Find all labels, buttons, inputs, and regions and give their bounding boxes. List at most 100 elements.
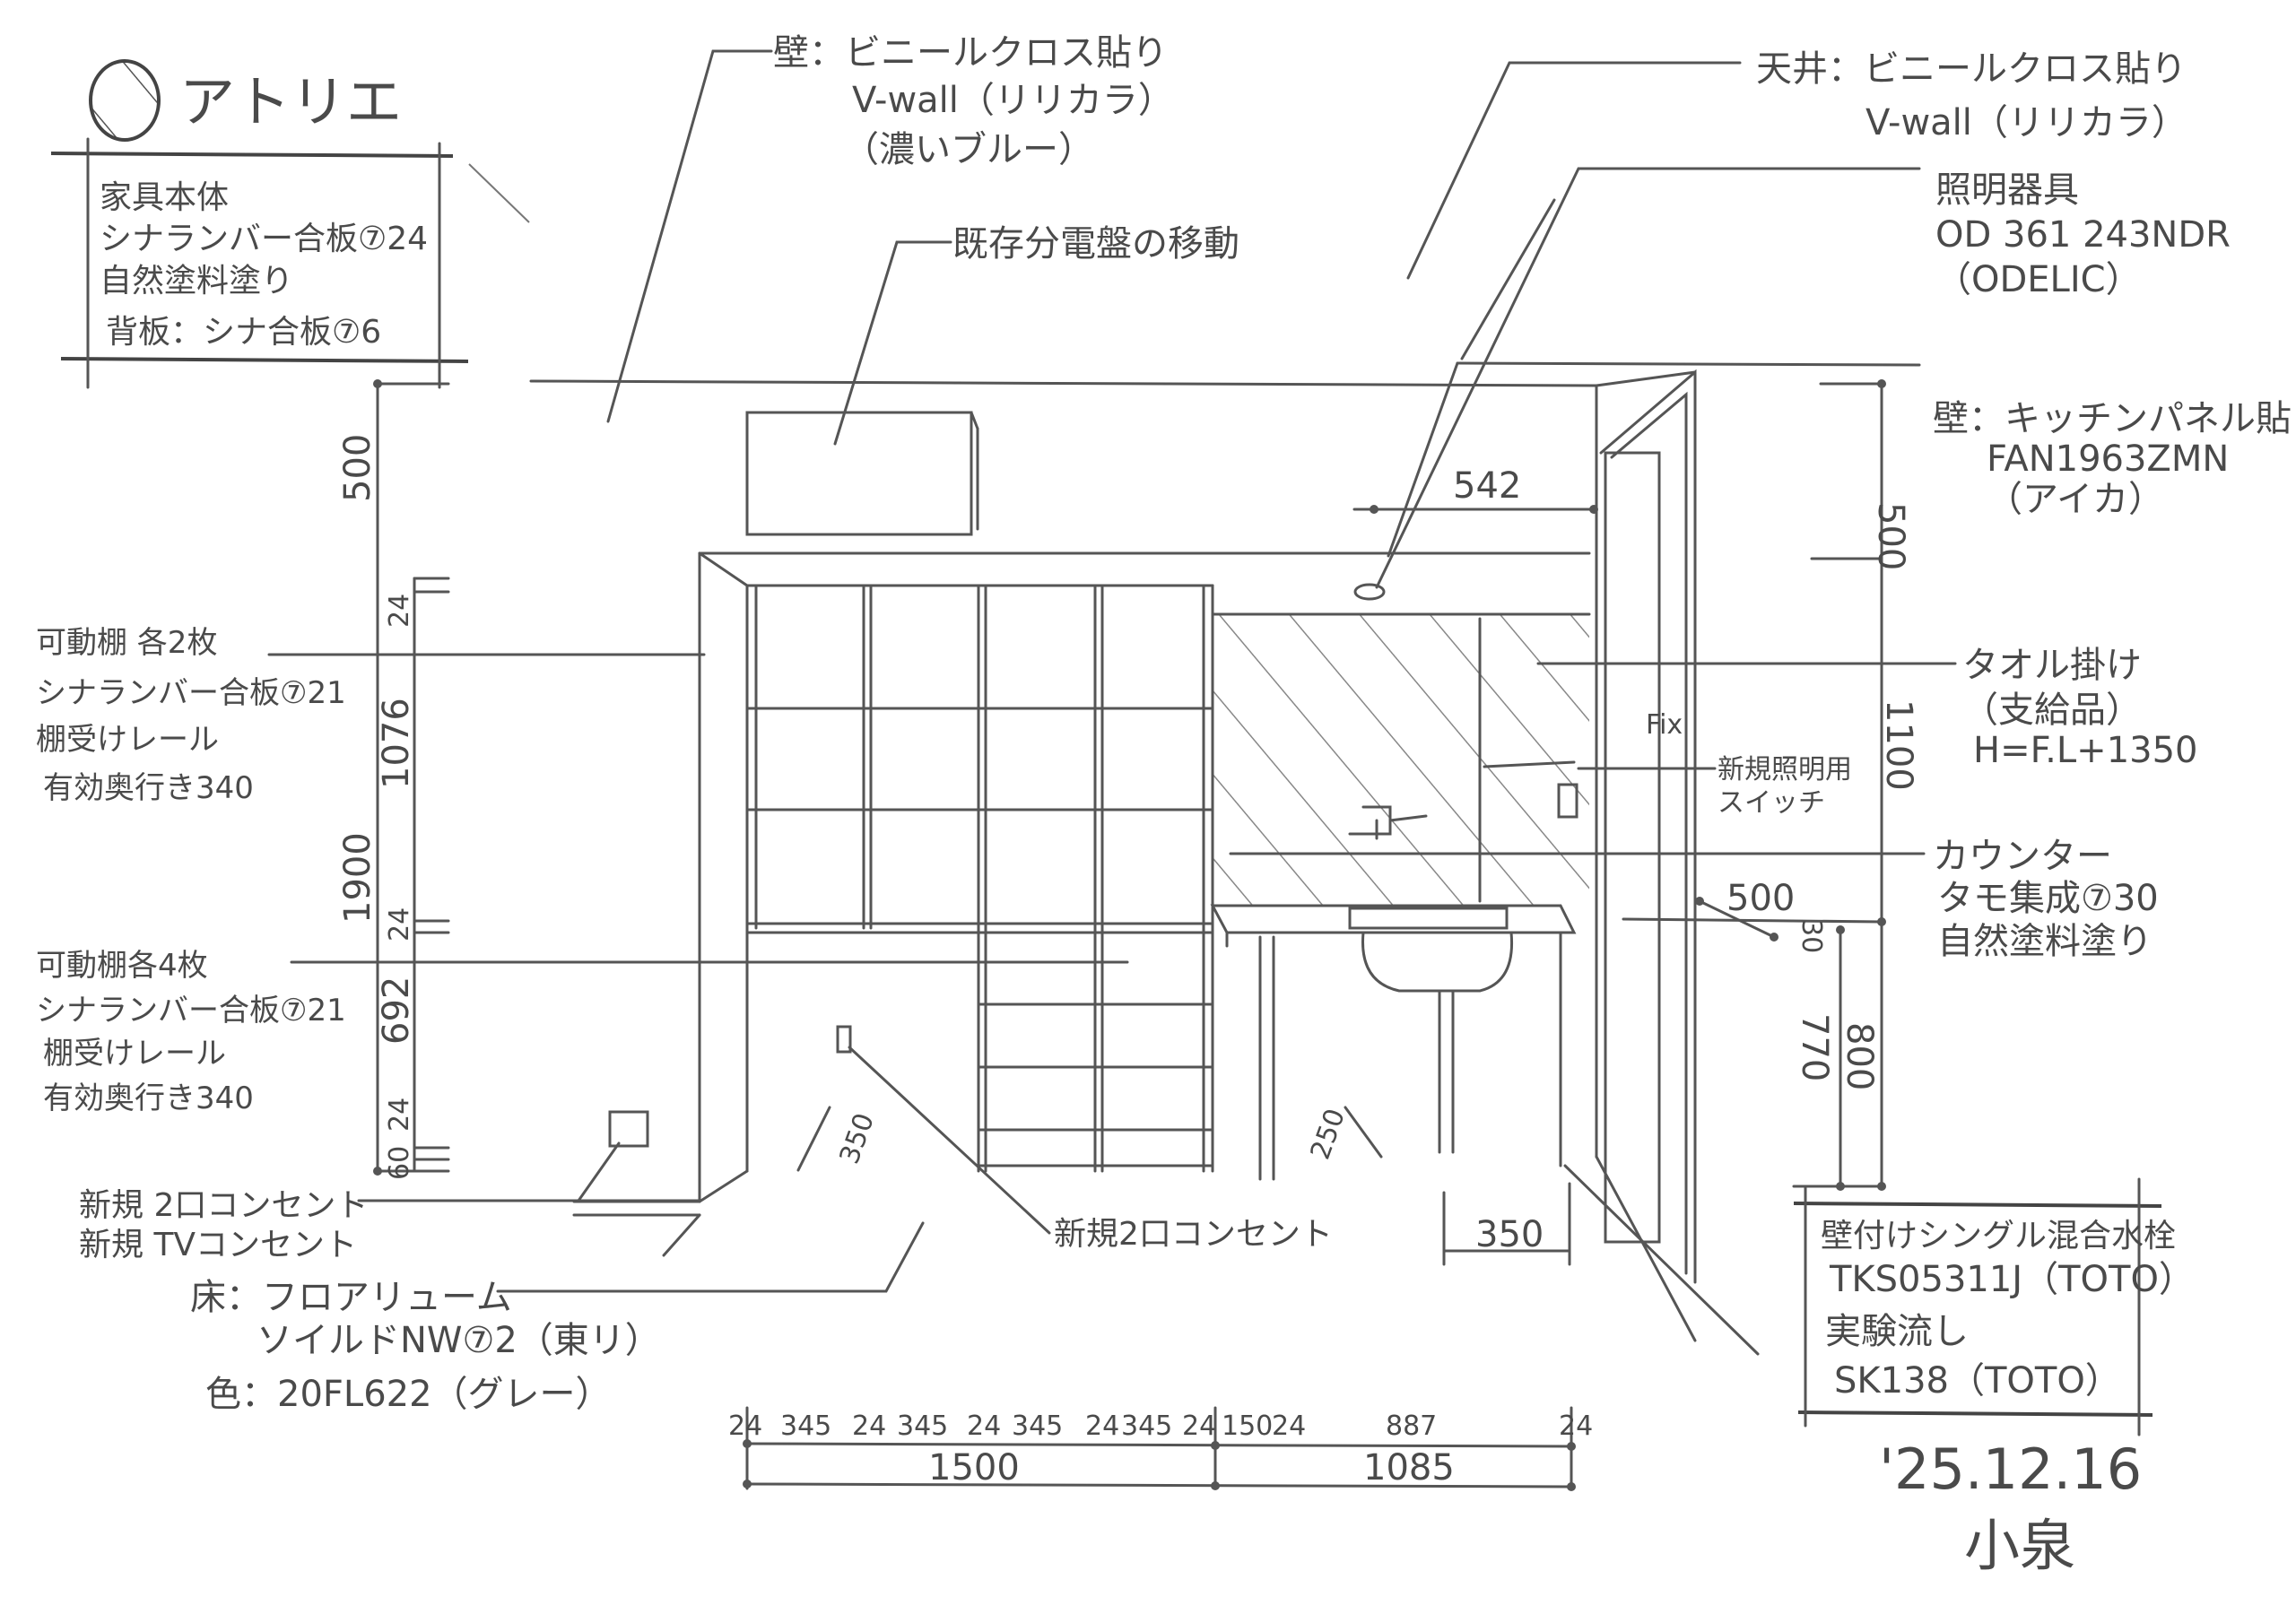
light-note-line: OD 361 243NDR [1935, 214, 2231, 256]
dim-label: 1100 [1878, 699, 1919, 791]
furniture-note-line: 家具本体 [100, 179, 229, 216]
counter-note: カウンター タモ集成⑦30 自然塗料塗り [1229, 836, 2159, 962]
panel-note-text: 既存分電盤の移動 [952, 223, 1239, 265]
dim-label: 24 [852, 1410, 886, 1442]
floor-note: 床：フロアリューム ソイルドNW⑦2（東リ） 色：20FL622（グレー） [190, 1221, 925, 1415]
towel-note-line: H=F.L+1350 [1973, 730, 2198, 771]
dim-label: 24 [384, 594, 415, 628]
switch-note-line: スイッチ [1718, 787, 1825, 819]
dim-label: 887 [1386, 1410, 1437, 1442]
switch-note: 新規照明用 スイッチ [1577, 754, 1852, 819]
shelving-unit [698, 551, 1591, 1203]
dim-label: 345 [1121, 1410, 1172, 1442]
faucet-spec-box: 壁付けシングル混合水栓 TKS05311J（TOTO） 実験流し SK138（T… [1793, 1177, 2195, 1436]
dim-label: 500 [1870, 502, 1911, 570]
dim-label: 345 [1012, 1410, 1063, 1442]
furniture-note-line: 自然塗料塗り [100, 263, 293, 299]
wall-note-line: （濃いブルー） [843, 129, 1094, 170]
furniture-note-box: 家具本体 シナランバー合板⑦24 自然塗料塗り 背板：シナ合板⑦6 [50, 137, 530, 389]
shelf-note-line: 棚受けレール [43, 1036, 226, 1072]
counter-note-line: カウンター [1933, 836, 2112, 877]
dim-label: 24 [1559, 1410, 1593, 1442]
floor-lines [572, 1169, 749, 1257]
dim-label: 24 [1272, 1410, 1306, 1442]
dim-label: 350 [834, 1109, 881, 1168]
dim-label: 1076 [376, 698, 417, 789]
light-switch-icon [1557, 783, 1578, 819]
dim-label: 250 [1305, 1105, 1352, 1164]
ceiling-note-line: V-wall（リリカラ） [1866, 102, 2187, 143]
upper-shelf-note: 可動棚 各2枚 シナランバー合板⑦21 棚受けレール 有効奥行き340 [36, 625, 706, 806]
dim-label: 24 [967, 1410, 1001, 1442]
dim-label: 500 [337, 434, 378, 502]
left-dimensions: 500 1900 24 1076 24 692 24 60 [337, 379, 450, 1180]
shelf-note-line: 有効奥行き340 [43, 770, 254, 806]
dim-label: 24 [1182, 1410, 1216, 1442]
dim-label: 150 [1222, 1410, 1273, 1442]
dim-label: 345 [897, 1410, 948, 1442]
towel-note-line: （支給品） [1962, 690, 2142, 731]
dim-label: 350 [1475, 1214, 1544, 1255]
dim-label: 1900 [337, 832, 378, 924]
light-fixture-icon [1353, 583, 1386, 601]
kitchen-wall-note: 壁：キッチンパネル貼り FAN1963ZMN （アイカ） [1387, 361, 2296, 558]
light-note: 照明器具 OD 361 243NDR （ODELIC） [1375, 167, 2231, 589]
floor-note-line: 色：20FL622（グレー） [205, 1374, 612, 1415]
fixed-window: Fix [1599, 369, 1697, 1284]
hatched-circle-icon [89, 59, 161, 142]
dim-label: 24 [1085, 1410, 1119, 1442]
shelf-note-line: シナランバー合板⑦21 [36, 675, 346, 711]
dim-label: 345 [780, 1410, 831, 1442]
lower-shelf-note: 可動棚各4枚 シナランバー合板⑦21 棚受けレール 有効奥行き340 [36, 948, 1129, 1116]
fix-label: Fix [1646, 709, 1683, 741]
switch-note-line: 新規照明用 [1718, 754, 1852, 785]
counter-note-line: 自然塗料塗り [1937, 921, 2152, 962]
dim-label: 24 [728, 1410, 762, 1442]
dim-label: 24 [384, 1098, 415, 1132]
outlet-note-line: 新規 TVコンセント [79, 1227, 357, 1263]
wall-note: 壁：ビニールクロス貼り V-wall（リリカラ） （濃いブルー） [606, 32, 1174, 423]
towel-note-line: タオル掛け [1962, 645, 2142, 686]
dim-label: 770 [1794, 1013, 1835, 1081]
distribution-panel [745, 411, 979, 536]
dim-label: 24 [384, 907, 415, 942]
dim-total: 1500 [928, 1447, 1020, 1488]
outlet-note-line: 新規 2口コンセント [79, 1187, 368, 1224]
outlet-note-2: 新規2口コンセント [1054, 1216, 1333, 1253]
wall-note-line: V-wall（リリカラ） [852, 80, 1174, 121]
floor-note-line: 床：フロアリューム [190, 1277, 512, 1318]
dim-label: 60 [384, 1146, 415, 1180]
ceiling-note: 天井：ビニールクロス貼り V-wall（リリカラ） [1406, 48, 2187, 280]
faucet-spec-line: TKS05311J（TOTO） [1829, 1259, 2195, 1300]
dim-label: 800 [1839, 1022, 1880, 1090]
wall-note-line: 壁：ビニールクロス貼り [773, 32, 1168, 74]
furniture-note-line: 背板：シナ合板⑦6 [106, 314, 381, 351]
kitchen-wall-note-line: 壁：キッチンパネル貼り [1933, 398, 2296, 439]
page-title: アトリエ [179, 69, 402, 135]
furniture-note-line: シナランバー合板⑦24 [100, 221, 428, 257]
faucet-icon [1348, 805, 1428, 840]
author-signature: 小泉 [1964, 1513, 2075, 1578]
towel-note: タオル掛け （支給品） H=F.L+1350 [1536, 645, 2198, 771]
dim-label: 542 [1453, 465, 1521, 507]
shelf-note-line: 有効奥行き340 [43, 1081, 254, 1116]
faucet-spec-line: SK138（TOTO） [1834, 1360, 2121, 1402]
light-note-line: （ODELIC） [1935, 259, 2142, 300]
shelf-note-line: 可動棚各4枚 [36, 948, 208, 984]
faucet-spec-line: 壁付けシングル混合水栓 [1821, 1218, 2176, 1254]
outlet-note: 新規 2口コンセント 新規 TVコンセント 新規2口コンセント [79, 1046, 1333, 1263]
kitchen-wall-note-line: FAN1963ZMN [1987, 438, 2229, 480]
right-dimensions: 500 1100 30 770 800 542 500 350 250 350 [796, 379, 1919, 1266]
floor-note-line: ソイルドNW⑦2（東リ） [257, 1320, 661, 1361]
dim-label: 500 [1726, 878, 1795, 919]
light-note-line: 照明器具 [1935, 169, 2079, 211]
faucet-spec-line: 実験流し [1825, 1311, 1969, 1352]
bottom-dimensions: 24 345 24 345 24 345 24 345 24 150 24 88… [728, 1406, 1593, 1491]
room-outline [529, 370, 1760, 1356]
dim-label: 30 [1796, 919, 1827, 953]
dim-label: 692 [376, 976, 417, 1045]
towel-bar [1483, 760, 1576, 768]
kitchen-wall-note-line: （アイカ） [1987, 479, 2164, 520]
shelf-note-line: 棚受けレール [36, 722, 219, 758]
